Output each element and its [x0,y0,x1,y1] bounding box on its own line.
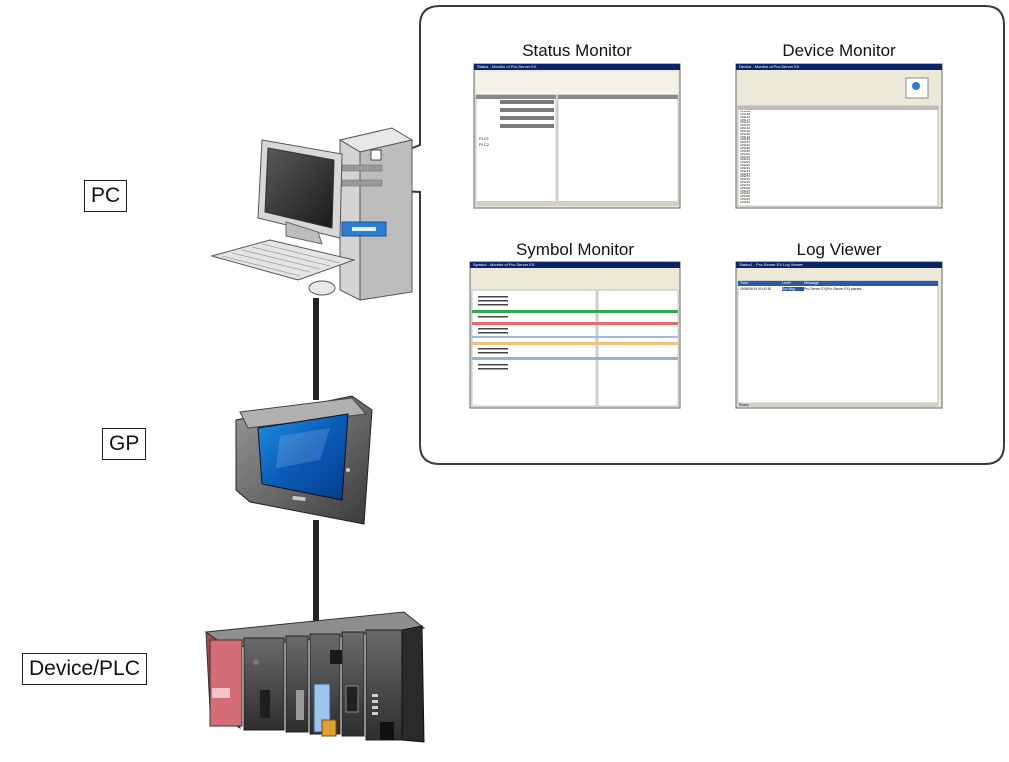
device-row-label: LDS162 [740,135,751,139]
symbol-window-titlebar: Symbol - Monitor of Pro-Server EX [473,262,535,267]
device-table-row: LDS100 [740,112,936,117]
device-row-label: LDS313 [740,201,751,204]
device-row-label: LDS100 [740,112,751,116]
device-table-row: LDS228 [740,164,936,168]
device-window-titlebar: Device - Monitor of Pro-Server EX [739,64,800,69]
device-table-row: LDS181 [740,144,936,148]
device-table-row: LDS162 [740,135,936,140]
device-row-label: LDS195 [740,149,751,153]
device-row-label: LDS254 [740,175,751,179]
device-row-label: LDS234 [740,166,751,170]
device-monitor-title: Device Monitor [782,41,896,60]
device-table-row: LDS131 [740,122,936,125]
log-col-message: Message [804,281,819,285]
device-table-row: LDS168 [740,139,936,142]
log-entry-time: 2005/04/19 00:00:36 [740,287,772,291]
device-table-row: LDS261 [740,178,936,182]
plc-illustration [204,611,426,743]
log-status-bar: Ready [739,403,749,407]
pc-illustration [210,127,414,301]
device-table-row: LDS100 [740,111,936,114]
log-header: Time Level Message [740,281,936,286]
device-row-label: LDS181 [740,144,751,148]
device-table-row: LDS195 [740,149,936,154]
status-monitor-title: Status Monitor [522,41,632,60]
device-table-row: LDS127 [740,118,936,123]
device-row-label: LDS300 [740,195,751,199]
device-table-row: LDS148 [740,129,936,134]
device-row-label: LDS100 [740,111,751,113]
status-window-titlebar: Status - Monitor of Pro-Server EX [477,64,537,69]
log-col-time: Time [740,281,748,285]
device-table-row: LDS142 [740,127,936,131]
device-table-row: LDS313 [740,201,936,205]
device-table-row: LDS208 [740,155,936,160]
device-table-row: LDS254 [740,176,936,179]
device-table-row: LDS294 [740,193,936,196]
symbol-monitor-window [469,261,681,409]
device-row-label: LDS274 [740,183,751,187]
device-row-label: LDS131 [740,121,751,125]
device-table-row: LDS155 [740,132,936,137]
device-row-label: LDS148 [740,129,751,133]
device-table-row: LDS307 [740,198,936,202]
device-row-label: LDS241 [740,169,751,173]
status-row-plc1: PLC1 [479,136,490,141]
gp-illustration [235,395,373,525]
device-table-row: LDS287 [740,189,936,194]
symbol-monitor-title: Symbol Monitor [515,240,635,259]
device-row-label: LDS261 [740,178,751,182]
status-row-plc2: PLC2 [479,142,490,147]
device-table-row: LDS214 [740,158,936,162]
device-table-row: LDS221 [740,161,936,165]
device-table-row: LDS300 [740,195,936,199]
device-row-label: LDS110 [740,115,751,119]
device-table-row: LDS241 [740,169,936,174]
log-viewer-window [735,261,943,409]
pc-label: PC [84,180,128,212]
log-window-titlebar: Status1 - Pro-Server EX Log Viewer [739,262,803,267]
log-col-level: Level [782,281,791,285]
device-row-label: LDS135 [740,124,751,128]
device-table-row: LDS135 [740,124,936,128]
device-row-label: LDS175 [740,141,751,145]
device-table-row: LDS267 [740,181,936,185]
log-entry-level: Sys Msg [782,287,804,291]
device-table-row: LDS247 [740,172,936,177]
device-row-label: LDS214 [740,158,751,162]
log-entry-message: Pro-Server EX(Pro-Server EX) started. [804,287,863,291]
device-row-label: LDS247 [740,172,751,176]
device-row-label: LDS168 [740,138,751,142]
device-monitor-window [735,63,943,209]
device-row-label: LDS228 [740,164,751,168]
device-row-label: LDS201 [740,152,751,156]
status-monitor-window [473,63,681,209]
log-viewer-title: Log Viewer [796,240,882,259]
device-row-label: LDS280 [740,186,751,190]
device-table-row: LDS188 [740,146,936,151]
device-row-label: LDS294 [740,192,751,196]
device-row-label: LDS221 [740,161,751,165]
device-table-row: LDS110 [740,115,936,120]
device-table-row: LDS274 [740,183,936,188]
plc-label: Device/PLC [22,653,147,685]
device-table-row: LDS201 [740,152,936,157]
device-table-row: LDS175 [740,141,936,145]
device-table-row: LDS234 [740,166,936,171]
gp-label: GP [102,428,147,460]
device-row-label: LDS155 [740,132,751,136]
device-row-label: LDS267 [740,181,751,185]
device-row-label: LDS142 [740,127,751,131]
device-row-label: LDS127 [740,118,751,122]
device-row-label: LDS188 [740,146,751,150]
device-row-label: LDS287 [740,189,751,193]
device-table-row: LDS280 [740,186,936,191]
device-row-label: LDS307 [740,198,751,202]
device-row-label: LDS208 [740,155,751,159]
